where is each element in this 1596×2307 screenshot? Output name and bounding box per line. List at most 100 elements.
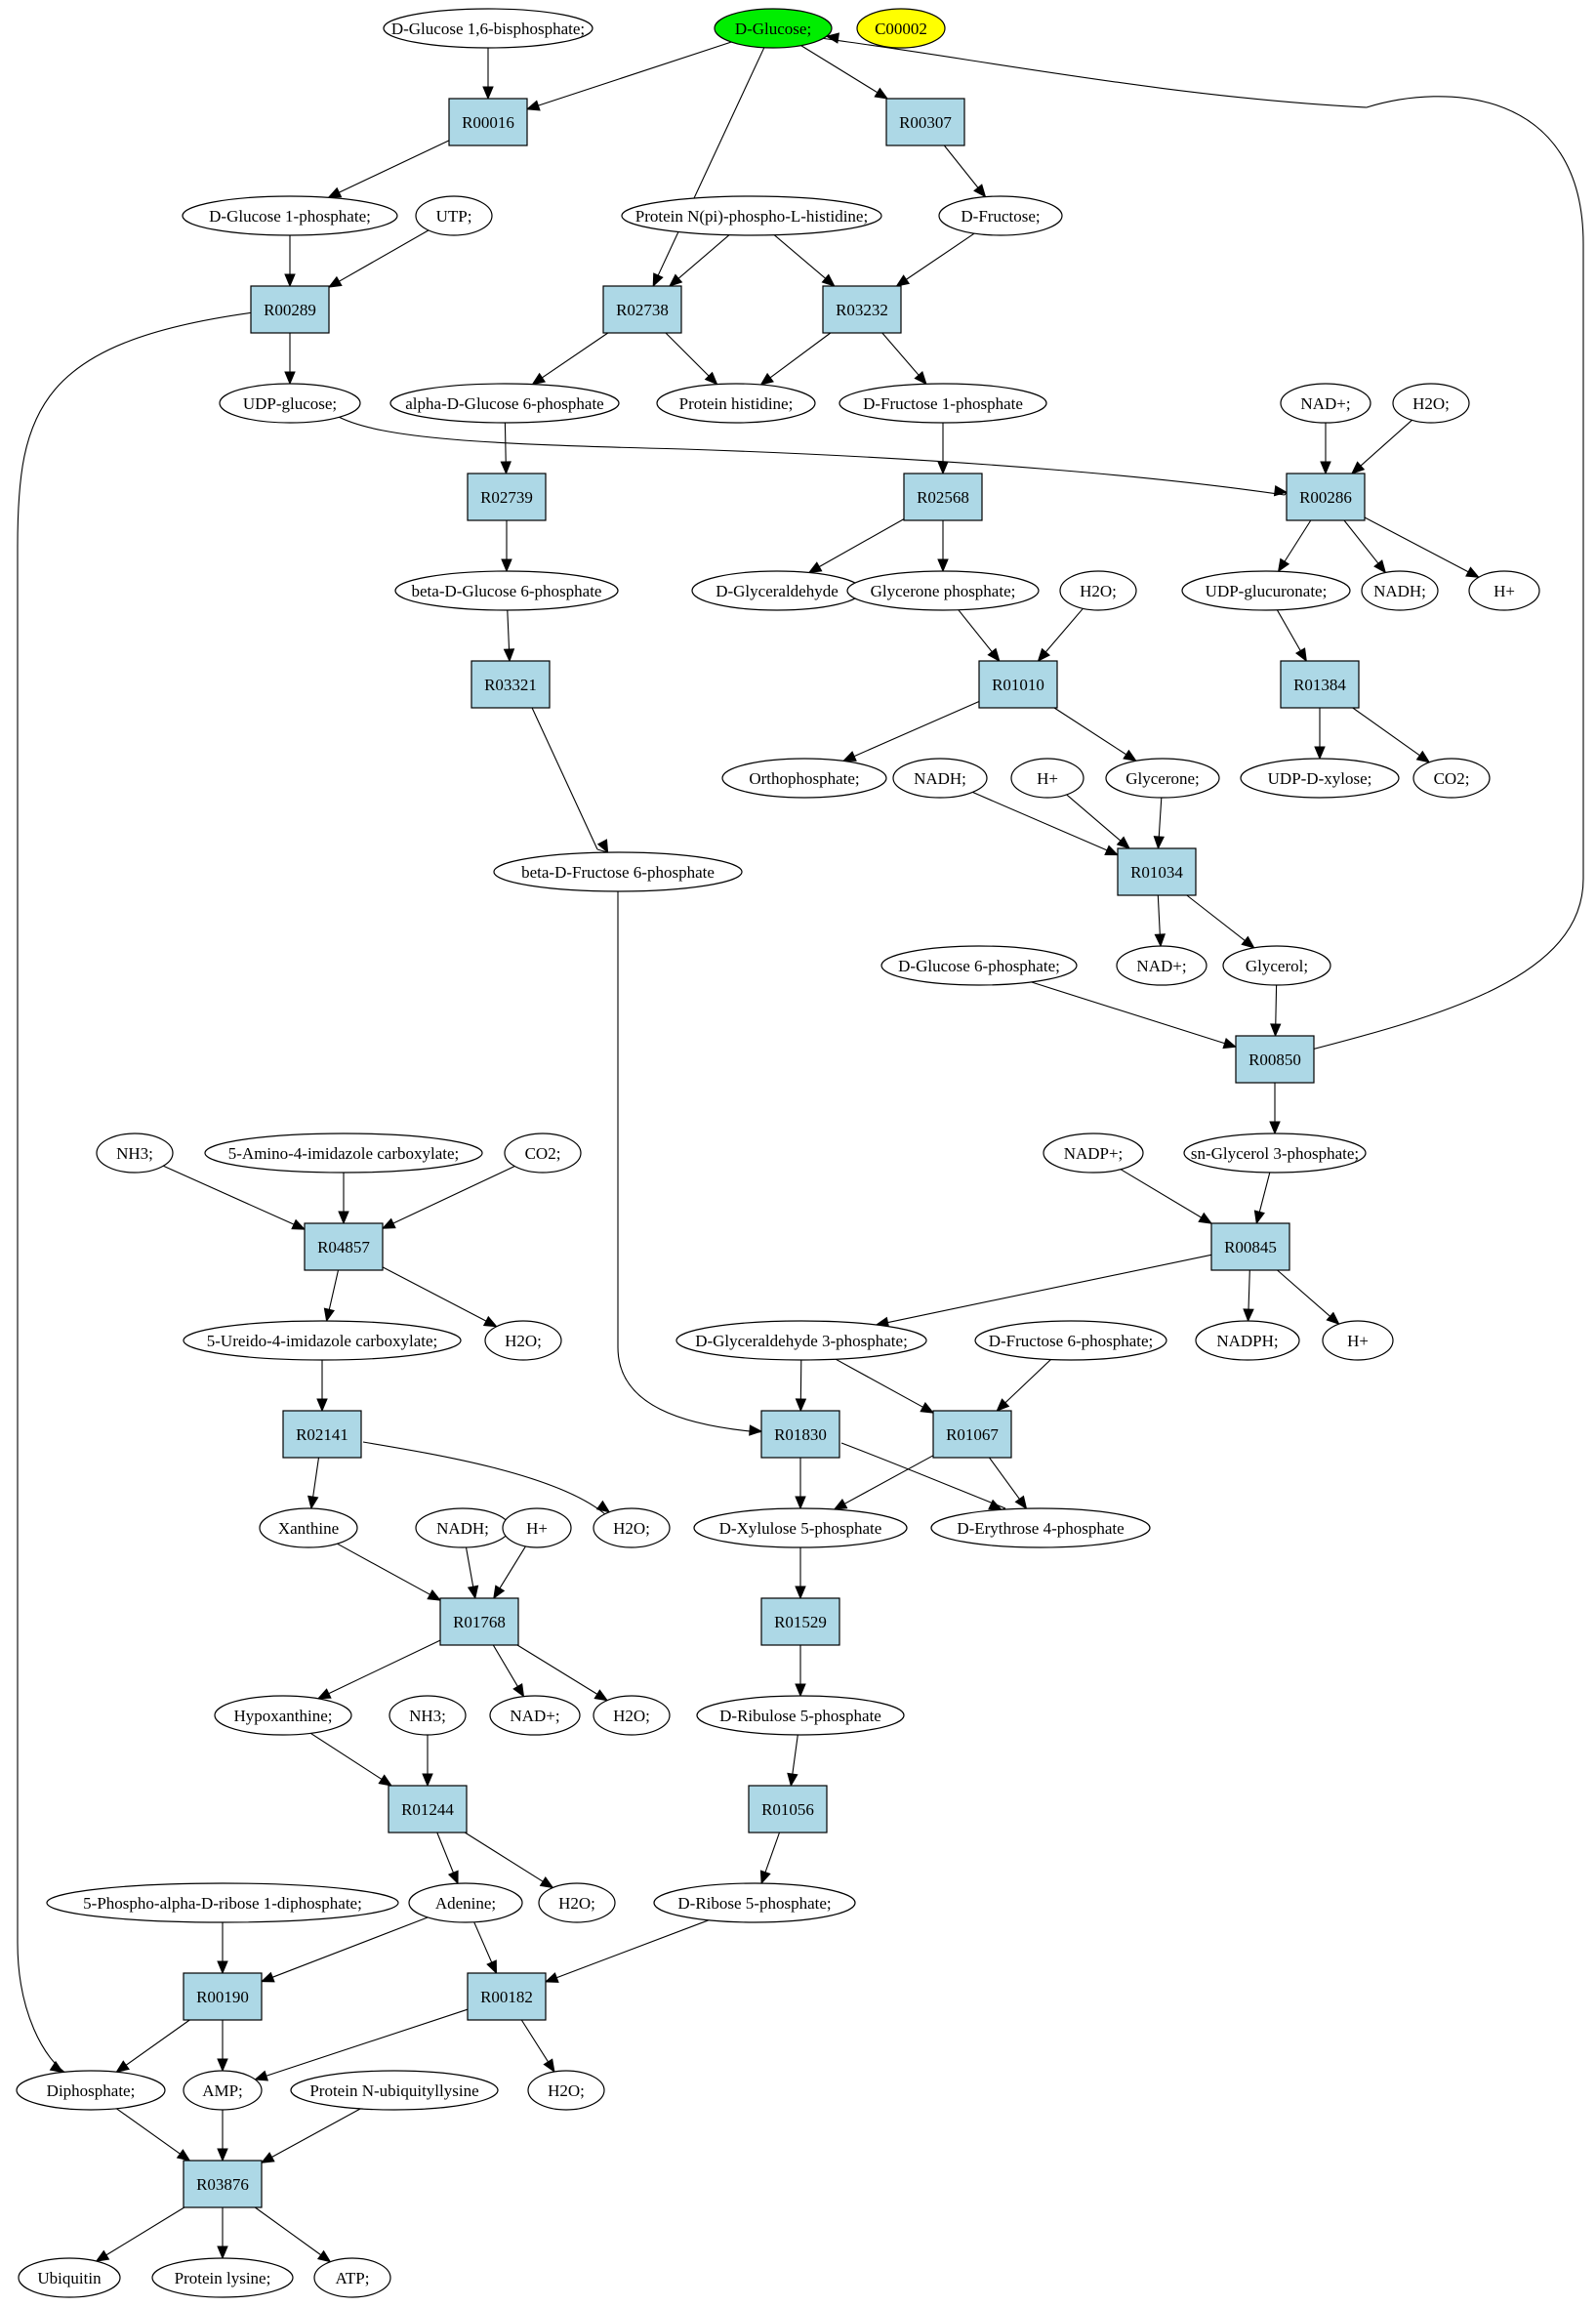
compound-node-g3p[interactable]: sn-Glycerol 3-phosphate; xyxy=(1183,1133,1367,1174)
compound-node-f6p[interactable]: D-Fructose 6-phosphate; xyxy=(974,1320,1167,1361)
compound-node-glycerone[interactable]: Glycerone; xyxy=(1105,758,1220,799)
compound-node-glc6p[interactable]: D-Glucose 6-phosphate; xyxy=(880,945,1078,986)
compound-node-co2_b[interactable]: CO2; xyxy=(504,1133,582,1174)
reaction-node-R01010[interactable]: R01010 xyxy=(978,660,1058,709)
compound-node-nadh_b[interactable]: NADH; xyxy=(892,758,988,799)
reaction-node-R04857[interactable]: R04857 xyxy=(304,1222,384,1271)
compound-node-r5p[interactable]: D-Ribose 5-phosphate; xyxy=(653,1882,856,1923)
compound-node-nh3_b[interactable]: NH3; xyxy=(389,1695,467,1736)
edge-fru1p-to-R02568 xyxy=(937,423,949,475)
reaction-node-R01384[interactable]: R01384 xyxy=(1280,660,1360,709)
reaction-node-R03876[interactable]: R03876 xyxy=(183,2160,263,2208)
edge-R03321-to-bfru6p xyxy=(526,696,609,854)
compound-node-glc1p[interactable]: D-Glucose 1-phosphate; xyxy=(182,195,398,236)
edge-R00307-to-fru xyxy=(943,144,987,198)
compound-node-nadh_c[interactable]: NADH; xyxy=(415,1507,511,1548)
edge-ru5p-to-R01056 xyxy=(787,1734,798,1788)
compound-node-udpxyl[interactable]: UDP-D-xylose; xyxy=(1240,758,1400,799)
compound-node-nh3_a[interactable]: NH3; xyxy=(96,1133,174,1174)
compound-node-udpglcua[interactable]: UDP-glucuronate; xyxy=(1181,570,1351,611)
compound-node-h2o_b[interactable]: H2O; xyxy=(1059,570,1137,611)
compound-node-nadh_a[interactable]: NADH; xyxy=(1361,570,1439,611)
reaction-node-R02568[interactable]: R02568 xyxy=(903,473,983,521)
compound-node-dglyald[interactable]: D-Glyceraldehyde xyxy=(691,570,863,611)
compound-node-glycerol[interactable]: Glycerol; xyxy=(1222,945,1331,986)
edge-nadh_c-to-R01768 xyxy=(465,1546,479,1600)
compound-node-nadp_b[interactable]: NAD+; xyxy=(1116,945,1207,986)
compound-node-h2o_a[interactable]: H2O; xyxy=(1392,383,1470,424)
compound-node-aglc6p[interactable]: alpha-D-Glucose 6-phosphate xyxy=(389,383,620,424)
compound-node-ru5p[interactable]: D-Ribulose 5-phosphate xyxy=(696,1695,905,1736)
reaction-node-R00850[interactable]: R00850 xyxy=(1235,1035,1315,1084)
reaction-node-R01056[interactable]: R01056 xyxy=(748,1785,828,1833)
edge-R00850-to-g3p xyxy=(1269,1083,1281,1135)
compound-node-co2_a[interactable]: CO2; xyxy=(1412,758,1491,799)
compound-node-h2o_d[interactable]: H2O; xyxy=(593,1507,671,1548)
reaction-node-R01529[interactable]: R01529 xyxy=(760,1597,840,1646)
compound-node-c00002[interactable]: C00002 xyxy=(856,8,946,49)
compound-node-hp_a[interactable]: H+ xyxy=(1468,570,1540,611)
reaction-node-R00286[interactable]: R00286 xyxy=(1286,473,1366,521)
compound-node-xanthine[interactable]: Xanthine xyxy=(259,1507,358,1548)
compound-node-fru1p[interactable]: D-Fructose 1-phosphate xyxy=(839,383,1047,424)
reaction-node-R01244[interactable]: R01244 xyxy=(388,1785,468,1833)
compound-node-udpglc[interactable]: UDP-glucose; xyxy=(219,383,361,424)
compound-node-nadpplus[interactable]: NADP+; xyxy=(1043,1133,1144,1174)
reaction-node-R01830[interactable]: R01830 xyxy=(760,1410,840,1459)
compound-label: Glycerone; xyxy=(1125,769,1200,788)
compound-node-aica[interactable]: 5-Amino-4-imidazole carboxylate; xyxy=(204,1133,483,1174)
compound-node-gap[interactable]: D-Glyceraldehyde 3-phosphate; xyxy=(675,1320,927,1361)
compound-node-h2o_g[interactable]: H2O; xyxy=(527,2070,605,2111)
compound-node-hp_b[interactable]: H+ xyxy=(1010,758,1084,799)
compound-node-h2o_c[interactable]: H2O; xyxy=(484,1320,562,1361)
compound-node-uica[interactable]: 5-Ureido-4-imidazole carboxylate; xyxy=(183,1320,462,1361)
reaction-node-R02141[interactable]: R02141 xyxy=(282,1410,362,1459)
compound-node-xu5p[interactable]: D-Xylulose 5-phosphate xyxy=(693,1507,908,1548)
compound-node-protub[interactable]: Protein N-ubiquityllysine xyxy=(290,2070,499,2111)
reaction-node-R03321[interactable]: R03321 xyxy=(471,660,551,709)
compound-node-nadp_a[interactable]: NAD+; xyxy=(1280,383,1371,424)
compound-node-hypox[interactable]: Hypoxanthine; xyxy=(214,1695,352,1736)
compound-node-hp_c[interactable]: H+ xyxy=(1322,1320,1394,1361)
compound-node-adenine[interactable]: Adenine; xyxy=(408,1882,523,1923)
reaction-node-R00845[interactable]: R00845 xyxy=(1210,1222,1290,1271)
compound-node-bglc6p[interactable]: beta-D-Glucose 6-phosphate xyxy=(394,570,619,611)
compound-node-protlys[interactable]: Protein lysine; xyxy=(151,2257,294,2298)
reaction-node-R00289[interactable]: R00289 xyxy=(250,285,330,334)
compound-label: H2O; xyxy=(558,1894,595,1913)
compound-node-nadph[interactable]: NADPH; xyxy=(1195,1320,1300,1361)
compound-node-h2o_f[interactable]: H2O; xyxy=(538,1882,616,1923)
compound-node-atp[interactable]: ATP; xyxy=(313,2257,391,2298)
reaction-node-R01067[interactable]: R01067 xyxy=(932,1410,1012,1459)
compound-node-gnp[interactable]: Glycerone phosphate; xyxy=(846,570,1040,611)
compound-label: UDP-glucose; xyxy=(243,394,337,413)
compound-node-pi[interactable]: Orthophosphate; xyxy=(721,758,887,799)
compound-node-ubiquitin[interactable]: Ubiquitin xyxy=(18,2257,121,2298)
compound-node-nadp_c[interactable]: NAD+; xyxy=(489,1695,581,1736)
compound-node-bfru6p[interactable]: beta-D-Fructose 6-phosphate xyxy=(493,851,743,892)
compound-node-fru[interactable]: D-Fructose; xyxy=(938,195,1063,236)
reaction-node-R02739[interactable]: R02739 xyxy=(467,473,547,521)
compound-label: Protein N-ubiquityllysine xyxy=(309,2081,478,2100)
compound-node-hp_d[interactable]: H+ xyxy=(502,1507,572,1548)
reaction-node-R02738[interactable]: R02738 xyxy=(602,285,682,334)
edge-R02738-to-aglc6p xyxy=(531,332,609,386)
compound-node-ppi[interactable]: Diphosphate; xyxy=(16,2070,166,2111)
compound-node-glc[interactable]: D-Glucose; xyxy=(714,8,833,49)
reaction-node-R00016[interactable]: R00016 xyxy=(448,98,528,146)
reaction-node-R00190[interactable]: R00190 xyxy=(183,1972,263,2021)
compound-node-utp[interactable]: UTP; xyxy=(415,195,493,236)
compound-node-e4p[interactable]: D-Erythrose 4-phosphate xyxy=(930,1507,1151,1548)
reaction-label: R00182 xyxy=(480,1988,533,2006)
compound-node-prpp[interactable]: 5-Phospho-alpha-D-ribose 1-diphosphate; xyxy=(46,1882,399,1923)
compound-node-glc16bp[interactable]: D-Glucose 1,6-bisphosphate; xyxy=(383,8,593,49)
reaction-node-R00182[interactable]: R00182 xyxy=(467,1972,547,2021)
compound-node-h2o_e[interactable]: H2O; xyxy=(593,1695,671,1736)
reaction-node-R01034[interactable]: R01034 xyxy=(1117,847,1197,896)
reaction-node-R01768[interactable]: R01768 xyxy=(439,1597,519,1646)
reaction-node-R00307[interactable]: R00307 xyxy=(885,98,965,146)
compound-node-protnph[interactable]: Protein N(pi)-phospho-L-histidine; xyxy=(621,195,882,236)
reaction-node-R03232[interactable]: R03232 xyxy=(822,285,902,334)
compound-node-amp[interactable]: AMP; xyxy=(183,2070,263,2111)
compound-node-prothis[interactable]: Protein histidine; xyxy=(656,383,816,424)
